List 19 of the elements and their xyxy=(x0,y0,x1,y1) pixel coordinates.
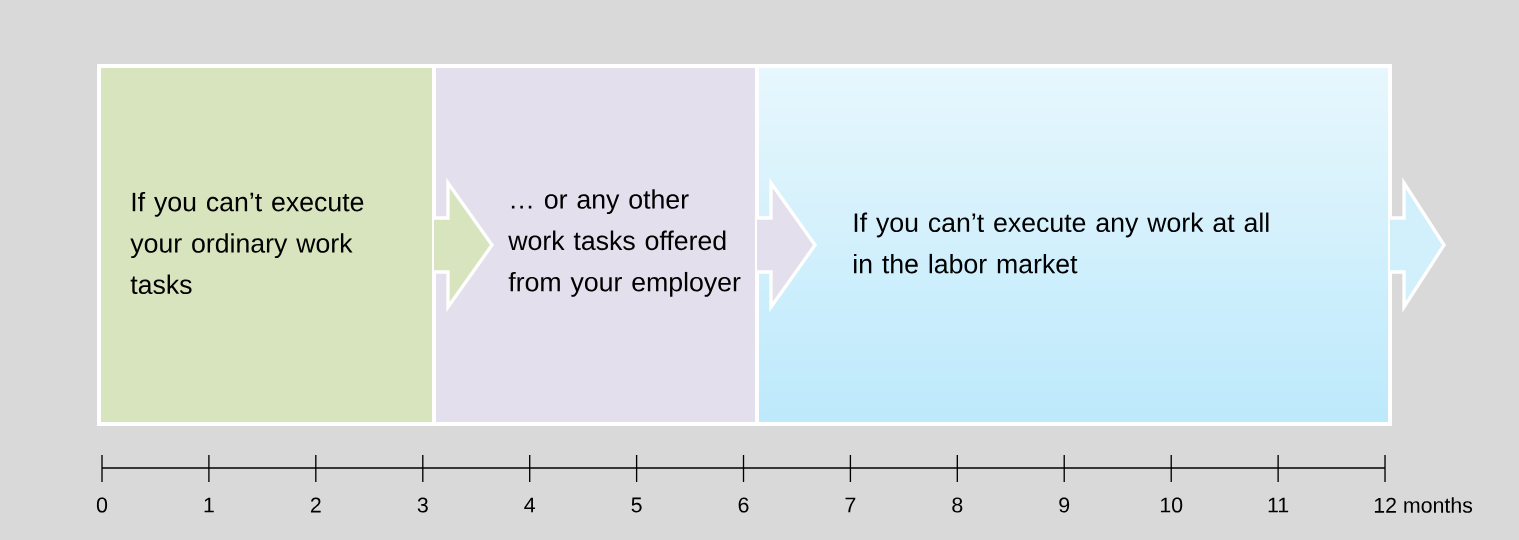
tick-label: 6 xyxy=(738,497,749,513)
tick-label: 11 xyxy=(1268,497,1289,513)
tick-label: 10 xyxy=(1161,497,1183,513)
tick-label: 4 xyxy=(524,497,535,513)
tick-label: 5 xyxy=(631,497,642,513)
tick-label: 2 xyxy=(310,497,321,513)
tick-label: 0 xyxy=(96,497,108,513)
tick-label: 12 months xyxy=(1374,497,1473,513)
tick-label: 3 xyxy=(417,497,428,513)
block-arrow xyxy=(432,177,495,313)
process-box: If you can’t execute any work at all in the labor market xyxy=(755,64,1392,426)
tick-label: 9 xyxy=(1059,497,1070,513)
process-box: If you can’t execute your ordinary work tasks xyxy=(97,64,436,426)
tick-label: 1 xyxy=(204,497,214,513)
block-arrow xyxy=(1388,177,1446,313)
block-arrow xyxy=(755,177,818,313)
process-box: … or any other work tasks offered from your employer xyxy=(432,64,759,426)
tick-label: 8 xyxy=(952,497,963,513)
tick-label: 7 xyxy=(845,497,856,513)
